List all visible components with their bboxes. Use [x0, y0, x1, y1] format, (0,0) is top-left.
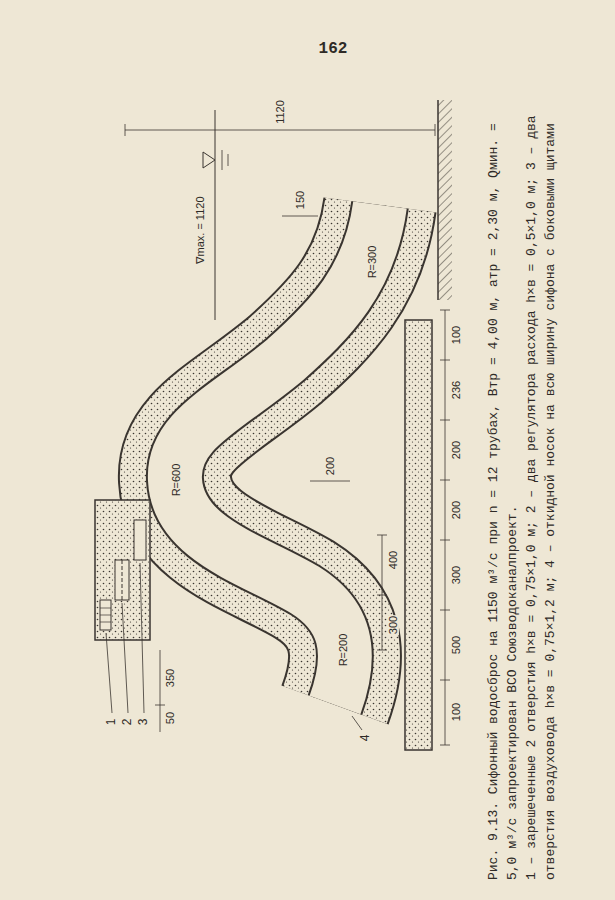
- caption-text: Рис. 9.13. Сифонный водосброс на 1150 м³…: [484, 100, 522, 880]
- page-number: 162: [318, 41, 349, 59]
- dimension-label: R=200: [337, 633, 349, 668]
- figure-caption: Рис. 9.13. Сифонный водосброс на 1150 м³…: [484, 100, 560, 880]
- dimension-label: 100: [450, 325, 462, 345]
- flow-regulator: [115, 560, 129, 600]
- dimension-label: 500: [450, 635, 462, 655]
- callout-number: 2: [121, 718, 134, 727]
- dimension-label: 1120: [274, 99, 286, 125]
- caption-key: 1 – зарешеченные 2 отверстия h×в = 0,75×…: [522, 100, 560, 880]
- dimension-tick: [435, 124, 436, 136]
- dimension-tick: [440, 360, 450, 361]
- callout-number: 4: [359, 734, 372, 743]
- water-level-line: [215, 110, 216, 320]
- foundation-slab: [405, 320, 432, 750]
- dimension-tick: [440, 540, 450, 541]
- dimension-label: 200: [450, 440, 462, 460]
- grated-opening: [100, 600, 111, 630]
- key-item: 4 – откидной носок на всю ширину сифона …: [543, 123, 558, 568]
- leader-line: [140, 563, 144, 713]
- dimension-tick: [155, 705, 165, 706]
- dimension-label: R=300: [366, 245, 378, 280]
- dimension-tick: [440, 420, 450, 421]
- dimension-label: 236: [450, 380, 462, 400]
- dimension-label: 200: [324, 456, 336, 476]
- leader-line: [122, 603, 128, 713]
- water-mark: [222, 150, 223, 170]
- dimension-tick: [125, 124, 126, 136]
- key-item: 1 – зарешеченные 2 отверстия h×в = 0,75×…: [524, 521, 539, 880]
- dimension-tick: [440, 680, 450, 681]
- dimension-tick: [377, 535, 387, 536]
- grate-bar: [100, 608, 111, 609]
- grate-bar: [100, 622, 111, 623]
- dimension-tick: [377, 650, 387, 651]
- air-vent-opening: [134, 520, 146, 560]
- water-mark: [228, 154, 229, 166]
- siphon-concrete: [175, 205, 380, 705]
- dimension-label: 50: [164, 711, 176, 725]
- siphon-bore-outline: [175, 205, 380, 705]
- dimension-tick: [440, 745, 450, 746]
- callout-number: 1: [105, 718, 118, 727]
- dimension-tick: [440, 610, 450, 611]
- leader-line: [106, 633, 112, 713]
- dimension-label: 100: [450, 702, 462, 722]
- leader-line: [352, 716, 362, 730]
- ground-hatch: [438, 100, 452, 300]
- dimension-label: 350: [164, 668, 176, 688]
- level-mark: [203, 152, 215, 168]
- dimension-label: 300: [450, 565, 462, 585]
- ground-line: [437, 100, 439, 300]
- dimension-label: 200: [450, 500, 462, 520]
- dimension-line: [125, 130, 435, 131]
- siphon-outline: [175, 205, 380, 705]
- dimension-line: [282, 216, 318, 217]
- dimension-line: [160, 650, 161, 732]
- grate-bar: [100, 615, 111, 616]
- dimension-tick: [440, 310, 450, 311]
- dimension-label: 400: [387, 550, 399, 570]
- dimension-label: ∇max. = 1120: [194, 195, 206, 264]
- dimension-tick: [377, 595, 387, 596]
- dimension-label: 300: [387, 615, 399, 635]
- siphon-bore: [175, 205, 380, 705]
- dimension-label: 150: [294, 190, 306, 210]
- dimension-tick: [440, 480, 450, 481]
- dimension-label: R=600: [170, 463, 182, 498]
- dimension-line: [310, 481, 350, 482]
- dimension-line: [382, 535, 383, 650]
- key-item: 2 – два регулятора расхода h×в = 0,5×1,0…: [524, 178, 539, 513]
- regulator-gate: [122, 560, 123, 600]
- callout-number: 3: [137, 718, 150, 727]
